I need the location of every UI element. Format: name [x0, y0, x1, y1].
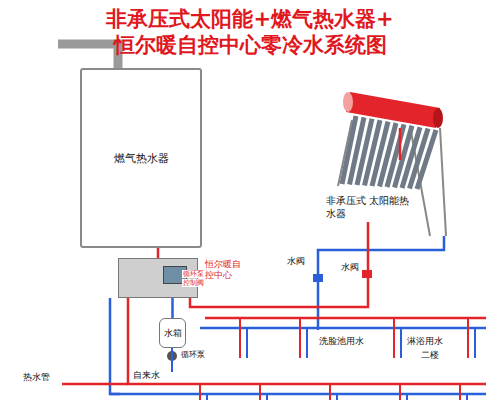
part-label: 循环泵: [182, 270, 205, 278]
gas-heater: 燃气热水器: [80, 68, 202, 248]
water-tank: 水箱: [159, 318, 186, 348]
part-label: 水阀: [286, 256, 306, 266]
part-label: 二楼: [420, 350, 440, 360]
node-text: 非承压式 太阳能热水器: [326, 195, 410, 220]
pipe-connector: [157, 248, 160, 258]
node-text: 恒尔暖自控中心: [205, 259, 244, 281]
part-label: 热水管: [22, 372, 51, 382]
pipe-connector: [190, 222, 368, 307]
part-label: 淋浴用水: [406, 336, 444, 346]
node-text: 燃气热水器: [114, 151, 169, 166]
part-label: 洗脸池用水: [318, 336, 365, 346]
part-label: 水阀: [340, 262, 360, 272]
solar-label-node: 非承压式 太阳能热水器: [326, 195, 410, 220]
diagram-title: 非承压式太阳能+燃气热水器+ 恒尔暖自控中心零冷水系统图: [60, 6, 440, 59]
part-label: 控制阀: [182, 279, 205, 287]
flue-pipe: [58, 44, 118, 68]
pipe-connector: [171, 298, 174, 318]
part-label: 自来水: [132, 370, 161, 380]
node-text: 水箱: [164, 327, 182, 340]
part-label: 循环泵: [180, 350, 206, 359]
